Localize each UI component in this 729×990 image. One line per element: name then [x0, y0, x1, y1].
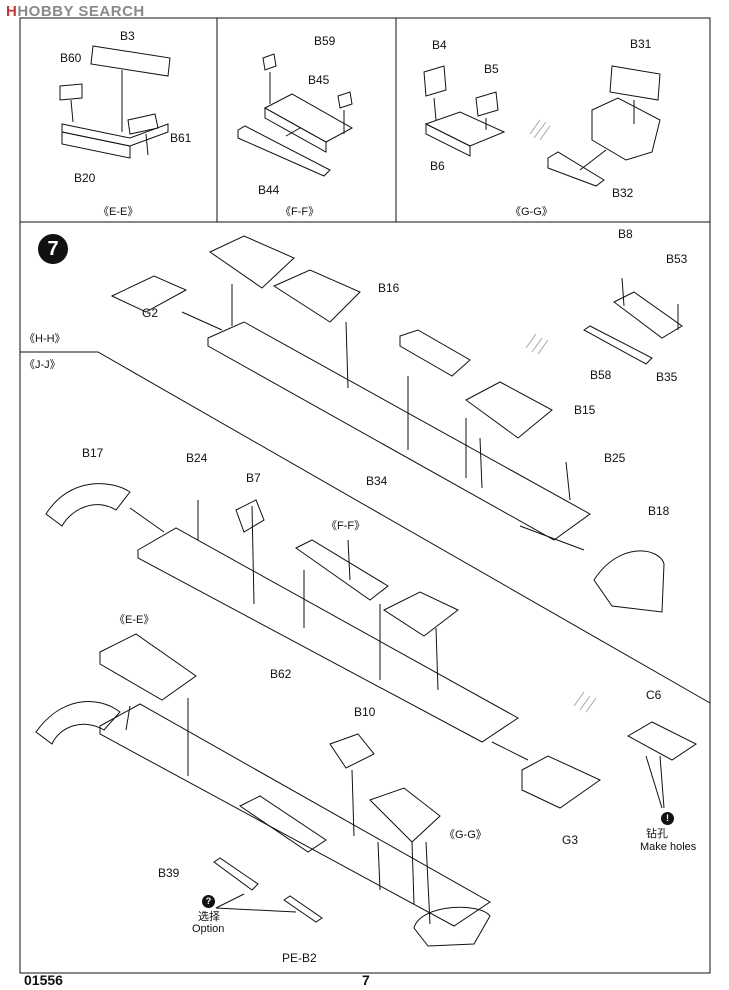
section-gg-ref: 《G-G》: [444, 829, 487, 841]
hh-assembly: [110, 235, 683, 541]
part-label: B34: [366, 474, 388, 488]
part-label: B53: [666, 252, 688, 266]
part-label: B3: [120, 29, 135, 43]
part-label: G2: [142, 306, 159, 320]
part-label: B44: [258, 183, 280, 197]
panel-caption-ff: 《F-F》: [280, 206, 320, 218]
part-label: B61: [170, 131, 192, 145]
part-label: B10: [354, 705, 376, 719]
part-label: B8: [618, 227, 633, 241]
section-ee-ref: 《E-E》: [114, 614, 155, 626]
part-label: B16: [378, 281, 400, 295]
part-label: B45: [308, 73, 330, 87]
make-holes-en: Make holes: [640, 841, 697, 853]
part-label: B18: [648, 504, 670, 518]
part-label: PE-B2: [282, 951, 317, 965]
part-label: B24: [186, 451, 208, 465]
part-label: B58: [590, 368, 612, 382]
part-label: B7: [246, 471, 261, 485]
part-label: G3: [562, 833, 579, 847]
step-number: 7: [38, 234, 68, 264]
make-holes-zh: 钻孔: [646, 828, 668, 840]
panel-caption-ee: 《E-E》: [98, 206, 139, 218]
section-jj: 《J-J》: [24, 359, 61, 371]
jj-assembly: [35, 483, 697, 947]
part-label: B20: [74, 171, 96, 185]
part-label: B39: [158, 866, 180, 880]
part-label: B4: [432, 38, 447, 52]
drill-icon: !: [661, 812, 674, 825]
part-label: B62: [270, 667, 292, 681]
watermark-logo: HHOBBY SEARCH: [6, 3, 145, 20]
gg-assembly: [423, 65, 661, 187]
panel-caption-gg: 《G-G》: [510, 206, 553, 218]
part-label: B35: [656, 370, 678, 384]
section-ff-ref: 《F-F》: [326, 520, 366, 532]
hatch-marks: [525, 119, 597, 713]
part-label: B32: [612, 186, 634, 200]
part-label: B15: [574, 403, 596, 417]
part-label: B6: [430, 159, 445, 173]
part-label: B60: [60, 51, 82, 65]
part-label: B31: [630, 37, 652, 51]
part-label: B5: [484, 62, 499, 76]
option-zh: 选择: [198, 911, 220, 923]
page-frame: [19, 17, 711, 974]
ee-assembly: [59, 45, 171, 159]
part-label: B25: [604, 451, 626, 465]
question-icon: ?: [202, 895, 215, 908]
page-number: 7: [362, 972, 370, 988]
part-label: B17: [82, 446, 104, 460]
part-label: B59: [314, 34, 336, 48]
option-en: Option: [192, 923, 225, 935]
hh-jj-divider: [20, 351, 711, 704]
section-hh: 《H-H》: [24, 333, 66, 345]
kit-number: 01556: [24, 972, 63, 988]
ff-assembly: [237, 53, 354, 177]
part-label: C6: [646, 688, 662, 702]
